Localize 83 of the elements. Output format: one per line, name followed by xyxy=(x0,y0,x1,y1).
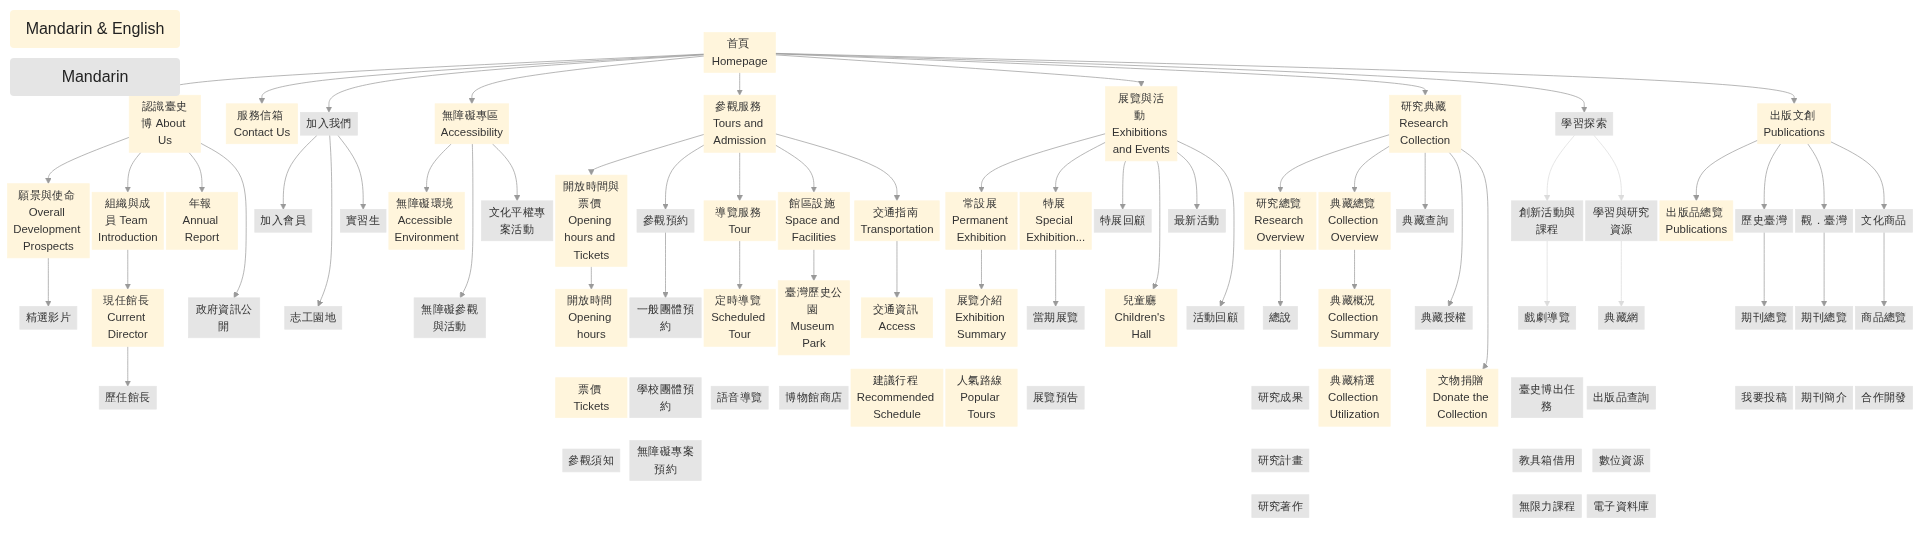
node-box: 認識臺史博 About Us xyxy=(128,94,201,153)
node-box: 特展回顧 xyxy=(1093,209,1152,233)
node-box: 志工園地 xyxy=(284,306,343,330)
node-box: 數位資源 xyxy=(1592,448,1651,473)
legend-item: Mandarin xyxy=(10,58,180,96)
node-box: 學習探索 xyxy=(1555,112,1614,136)
node-box: 研究總覽 Research Overview xyxy=(1244,191,1317,250)
node-box: 我要投稿 xyxy=(1735,385,1794,410)
node-box: 創新活動與課程 xyxy=(1511,200,1584,242)
node-box: 館區設施 Space and Facilities xyxy=(777,191,850,250)
node-box: 典藏授權 xyxy=(1414,306,1473,330)
node-box: 典藏概況 Collection Summary xyxy=(1318,288,1391,347)
node-box: 出版品總覽 Publications xyxy=(1659,200,1734,242)
node-box: 研究計畫 xyxy=(1251,448,1310,473)
node-box: 參觀預約 xyxy=(636,209,695,233)
node-box: 總說 xyxy=(1262,306,1298,330)
node-box: 博物館商店 xyxy=(779,385,849,410)
node-box: 導覽服務 Tour xyxy=(703,200,776,242)
node-box: 觀．臺灣 xyxy=(1795,209,1853,233)
node-box: 政府資訊公開 xyxy=(188,297,261,339)
node-box: 學校團體預約 xyxy=(629,377,702,419)
node-box: 特展 Special Exhibition... xyxy=(1019,191,1092,250)
node-box: 現任館長 Current Director xyxy=(91,288,164,347)
legend-item: Mandarin & English xyxy=(10,10,180,48)
node-box: 歷任館長 xyxy=(98,385,157,410)
node-box: 期刊總覽 xyxy=(1735,306,1794,330)
node-box: 加入會員 xyxy=(254,209,313,233)
node-box: 期刊簡介 xyxy=(1795,385,1853,410)
node-box: 典藏總覽 Collection Overview xyxy=(1318,191,1391,250)
node-box: 最新活動 xyxy=(1168,209,1226,233)
node-box: 文化平權專案活動 xyxy=(481,200,554,242)
node-box: 建議行程 Recommended Schedule xyxy=(850,368,944,427)
node-box: 參觀服務 Tours and Admission xyxy=(703,94,776,153)
node-box: 研究典藏 Research Collection xyxy=(1389,94,1462,153)
node-box: 臺史博出任務 xyxy=(1511,377,1584,419)
node-box: 教具箱借用 xyxy=(1512,448,1582,473)
node-box: 典藏查詢 xyxy=(1396,209,1455,233)
node-box: 展覽介紹 Exhibition Summary xyxy=(945,288,1018,347)
node-box: 票價 Tickets xyxy=(555,377,628,419)
node-box: 加入我們 xyxy=(300,112,358,136)
node-box: 交通指南 Transportation xyxy=(854,200,940,242)
node-box: 人氣路線 Popular Tours xyxy=(945,368,1018,427)
node-box: 開放時間 Opening hours xyxy=(555,288,628,347)
node-box: 電子資料庫 xyxy=(1586,494,1656,518)
node-box: 兒童廳 Children's Hall xyxy=(1105,288,1178,347)
node-box: 首頁 Homepage xyxy=(703,32,776,73)
node-box: 語音導覽 xyxy=(710,385,769,410)
node-box: 典藏網 xyxy=(1598,306,1645,330)
node-box: 出版文創 Publications xyxy=(1757,103,1831,145)
node-box: 組織與成員 Team Introduction xyxy=(91,191,164,250)
node-box: 合作開發 xyxy=(1855,385,1913,410)
node-box: 無障礙環境 Accessible Environment xyxy=(388,191,465,250)
node-box: 願景與使命 Overall Development Prospects xyxy=(7,183,90,259)
node-box: 研究成果 xyxy=(1251,385,1310,410)
node-box: 無障礙專區 Accessibility xyxy=(434,103,509,145)
node-box: 參觀須知 xyxy=(562,448,621,473)
node-box: 學習與研究資源 xyxy=(1585,200,1658,242)
node-box: 活動回顧 xyxy=(1186,306,1245,330)
node-box: 展覽預告 xyxy=(1026,385,1085,410)
node-box: 無限力課程 xyxy=(1512,494,1582,518)
node-box: 文化商品 xyxy=(1855,209,1913,233)
node-box: 戲劇導覽 xyxy=(1518,306,1577,330)
node-box: 常設展 Permanent Exhibition xyxy=(945,191,1018,250)
node-box: 當期展覽 xyxy=(1026,306,1085,330)
node-box: 典藏精選 Collection Utilization xyxy=(1318,368,1391,427)
node-box: 精選影片 xyxy=(19,306,78,330)
node-box: 歷史臺灣 xyxy=(1735,209,1794,233)
node-box: 期刊總覽 xyxy=(1795,306,1853,330)
node-box: 定時導覽 Scheduled Tour xyxy=(703,288,776,347)
node-box: 出版品查詢 xyxy=(1586,385,1656,410)
node-box: 展覽與活動 Exhibitions and Events xyxy=(1105,86,1178,162)
node-box: 無障礙專案預約 xyxy=(629,440,702,481)
node-box: 文物捐贈 Donate the Collection xyxy=(1426,368,1499,427)
node-box: 開放時間與票價 Opening hours and Tickets xyxy=(555,174,628,267)
node-box: 服務信箱 Contact Us xyxy=(225,103,298,145)
node-box: 交通資訊 Access xyxy=(860,297,933,339)
node-box: 實習生 xyxy=(340,209,387,233)
node-box: 一般團體預約 xyxy=(629,297,702,339)
node-box: 商品總覽 xyxy=(1855,306,1913,330)
node-box: 臺灣歷史公園 Museum Park xyxy=(777,280,850,356)
node-box: 無障礙參觀與活動 xyxy=(413,297,486,339)
node-box: 年報 Annual Report xyxy=(165,191,238,250)
node-box: 研究著作 xyxy=(1251,494,1310,518)
